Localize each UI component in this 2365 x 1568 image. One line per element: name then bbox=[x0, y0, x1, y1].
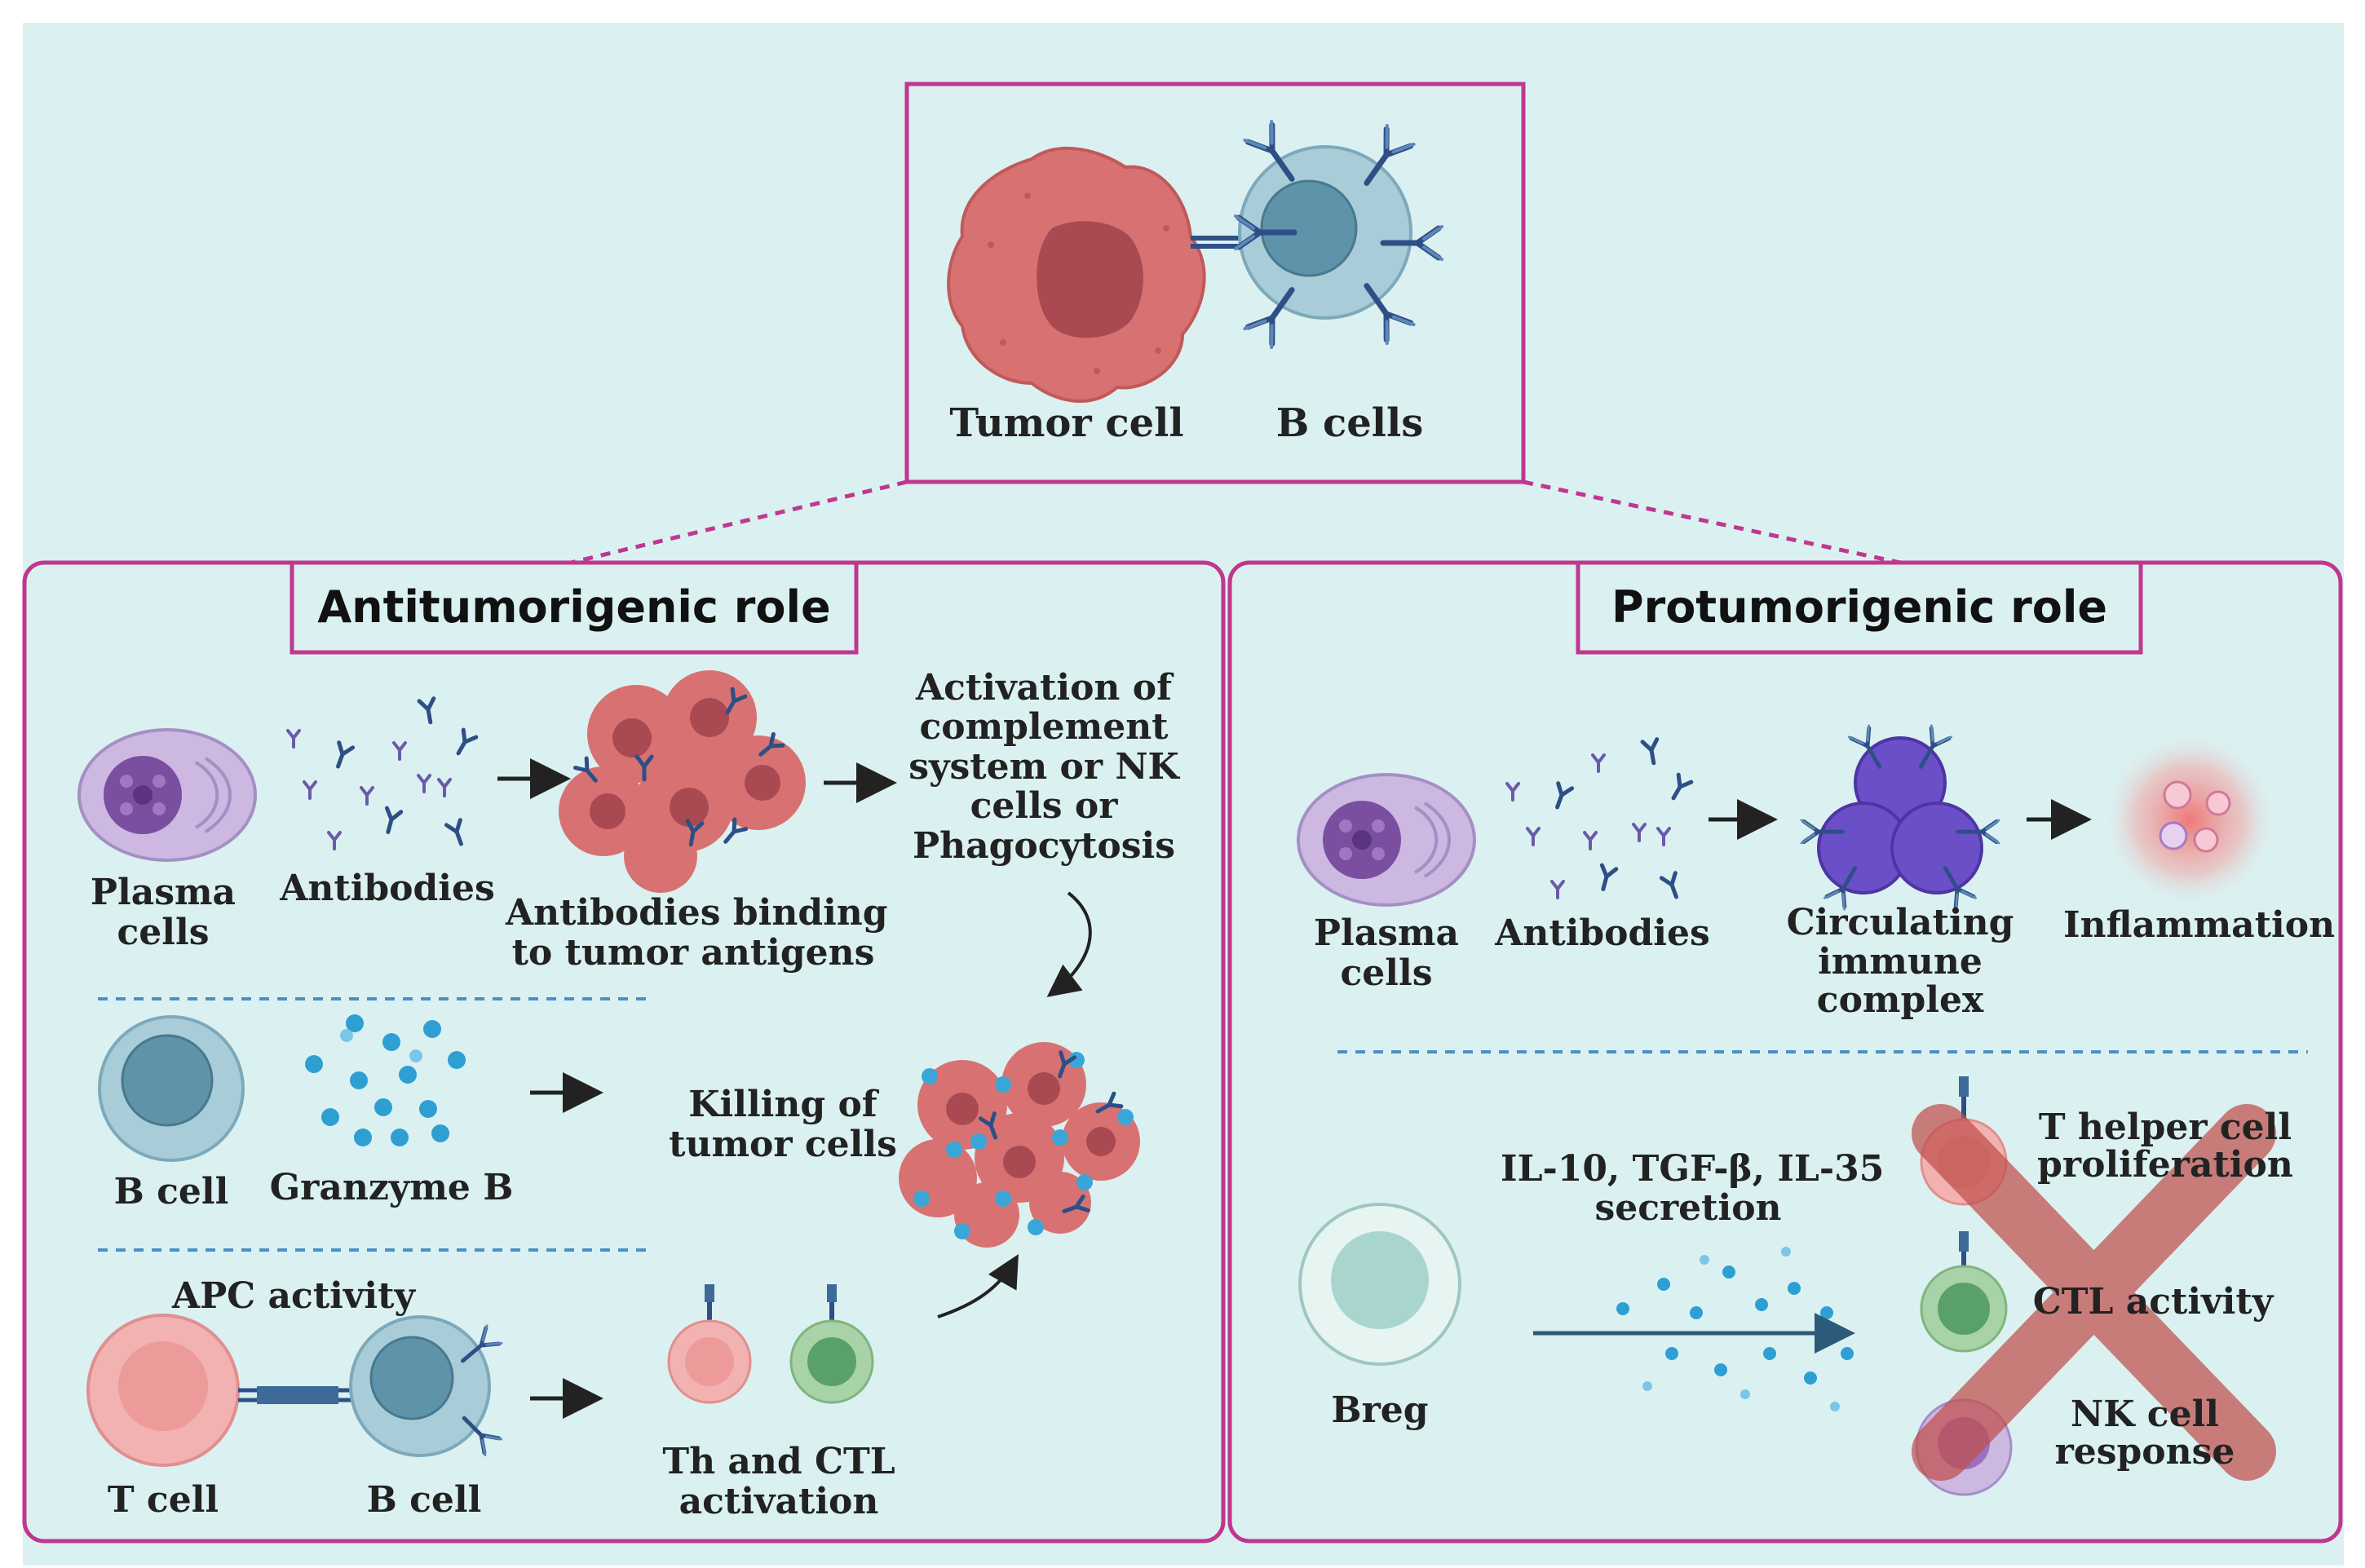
activation-line-2: complement bbox=[919, 706, 1169, 749]
nk-response-label: NK cell response bbox=[2031, 1394, 2259, 1473]
th-cell-icon bbox=[667, 1284, 752, 1404]
breg-cell-icon bbox=[1298, 1203, 1461, 1366]
killing-line-2: tumor cells bbox=[669, 1124, 897, 1166]
b-cell-apc-label: B cell bbox=[366, 1479, 482, 1521]
top-panel: Tumor cell B cells bbox=[904, 82, 1526, 484]
cytokine-dots-icon bbox=[1616, 1247, 1854, 1411]
immune-complex-icon bbox=[1801, 726, 1999, 909]
b-cell-icon bbox=[1191, 121, 1442, 347]
pro-plasma-line-2: cells bbox=[1340, 952, 1433, 995]
plasma-cells-line-2: cells bbox=[117, 912, 210, 954]
plasma-cell-icon-2 bbox=[1297, 773, 1476, 907]
antibodies-label: Antibodies bbox=[280, 868, 495, 909]
nk-line-2: response bbox=[2054, 1431, 2235, 1473]
th-ctl-line-2: activation bbox=[679, 1481, 879, 1523]
protumorigenic-title: Protumorigenic role bbox=[1611, 581, 2107, 633]
plasma-cells-label: Plasma cells bbox=[65, 872, 261, 953]
ctl-activity-label: CTL activity bbox=[2032, 1281, 2274, 1323]
activation-line-3: system or NK bbox=[908, 745, 1179, 788]
t-cell-icon bbox=[86, 1314, 240, 1467]
curve-arrow-activation-to-killing-2 bbox=[937, 1254, 1019, 1318]
antibodies-binding-label: Antibodies binding to tumor antigens bbox=[506, 892, 888, 974]
antibodies-label-2: Antibodies bbox=[1495, 912, 1710, 954]
b-cell-label: B cell bbox=[113, 1171, 229, 1212]
killing-line-1: Killing of bbox=[688, 1084, 877, 1125]
cross-mark-icon bbox=[1912, 1104, 2276, 1481]
breg-label: Breg bbox=[1331, 1389, 1429, 1431]
tumor-cell-label: Tumor cell bbox=[949, 400, 1183, 446]
protumorigenic-panel: Protumorigenic role bbox=[1227, 560, 2343, 1544]
t-helper-line-1: T helper cell bbox=[2038, 1106, 2292, 1148]
binding-line-2: to tumor antigens bbox=[511, 932, 875, 974]
plasma-cells-line-1: Plasma bbox=[90, 872, 236, 913]
secretion-label: IL-10, TGF-β, IL-35 secretion bbox=[1501, 1148, 1885, 1229]
killed-tumor-cluster-icon bbox=[899, 1042, 1140, 1248]
killing-label: Killing of tumor cells bbox=[661, 1084, 905, 1165]
b-cells-label: B cells bbox=[1276, 400, 1424, 446]
granzyme-dots-icon bbox=[305, 1014, 466, 1146]
activation-label: Activation of complement system or NK ce… bbox=[905, 667, 1182, 867]
plasma-cells-label-2: Plasma cells bbox=[1289, 913, 1484, 994]
t-helper-line-2: proliferation bbox=[2037, 1144, 2293, 1186]
binding-line-1: Antibodies binding bbox=[506, 892, 888, 934]
secretion-line-2: secretion bbox=[1594, 1186, 1782, 1229]
apc-activity-label: APC activity bbox=[171, 1275, 416, 1317]
complex-line-3: complex bbox=[1816, 979, 1984, 1022]
th-ctl-label: Th and CTL activation bbox=[644, 1442, 913, 1522]
b-cell-small-icon bbox=[98, 1015, 245, 1162]
complex-line-2: immune bbox=[1818, 940, 1983, 983]
ctl-cell-icon bbox=[789, 1284, 874, 1404]
antitumorigenic-title: Antitumorigenic role bbox=[317, 581, 830, 633]
secretion-line-1: IL-10, TGF-β, IL-35 bbox=[1501, 1148, 1885, 1190]
nk-line-1: NK cell bbox=[2071, 1394, 2219, 1435]
complex-line-1: Circulating bbox=[1786, 902, 2014, 943]
antitumorigenic-panel: Antitumorigenic role bbox=[22, 560, 1226, 1544]
t-cell-label: T cell bbox=[107, 1479, 219, 1521]
inflammation-icon bbox=[2100, 730, 2279, 909]
pro-plasma-line-1: Plasma bbox=[1313, 912, 1460, 954]
tumor-cell-icon bbox=[947, 147, 1206, 403]
curve-arrow-activation-to-killing bbox=[1046, 891, 1092, 997]
t-helper-label: T helper cell proliferation bbox=[2031, 1106, 2300, 1186]
connector-left bbox=[570, 479, 908, 565]
inflammation-label: Inflammation bbox=[2063, 904, 2336, 946]
activation-line-1: Activation of bbox=[915, 667, 1172, 709]
th-ctl-line-1: Th and CTL bbox=[662, 1441, 895, 1482]
activation-line-5: Phagocytosis bbox=[913, 824, 1175, 867]
tcr-mhc-link-icon bbox=[238, 1386, 359, 1404]
granzyme-label: Granzyme B bbox=[269, 1167, 514, 1208]
ctl-cell-icon-2 bbox=[1920, 1231, 2008, 1353]
activation-line-4: cells or bbox=[970, 785, 1118, 828]
immune-complex-label: Circulating immune complex bbox=[1786, 903, 2014, 1020]
b-cell-apc-icon bbox=[349, 1315, 502, 1455]
tumor-antibody-cluster-icon bbox=[559, 670, 806, 893]
plasma-cell-icon bbox=[77, 728, 257, 862]
